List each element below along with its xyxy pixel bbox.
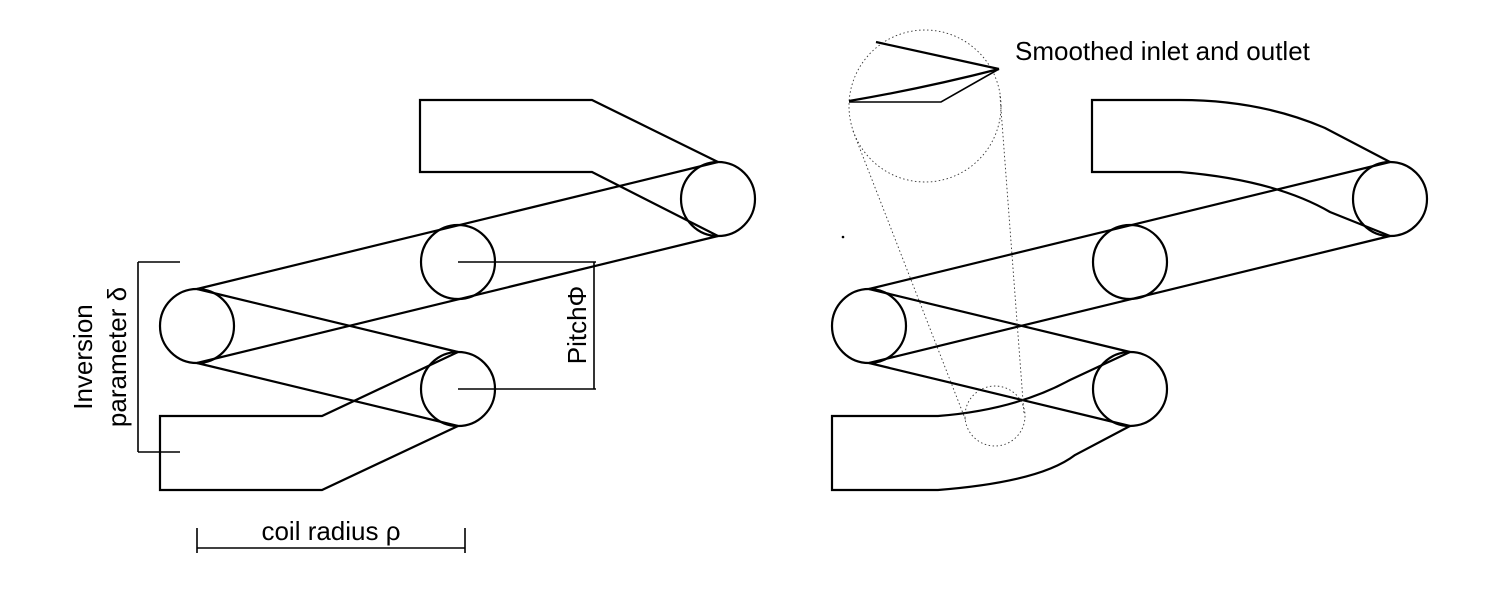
right-helix-line: [868, 160, 1391, 291]
zoom-detail-sharp-path: [849, 68, 1000, 103]
pitch-label: PitchΦ: [562, 286, 592, 365]
right-coil-geometry: [830, 98, 1429, 492]
left-coil-circle-top-right: [679, 160, 757, 238]
left-helix-line: [196, 287, 459, 354]
zoom-callout: [848, 29, 1026, 447]
zoom-detail-curve: [848, 67, 1000, 103]
right-coil-circle-mid-right: [1091, 223, 1169, 301]
smoothed-label: Smoothed inlet and outlet: [1015, 36, 1311, 66]
left-helix-line: [196, 160, 719, 291]
coil-radius-label: coil radius ρ: [261, 516, 400, 546]
left-helix-line: [196, 234, 719, 365]
right-coil-circle-top-right: [1351, 160, 1429, 238]
inversion-label-line1: Inversion: [68, 304, 98, 410]
right-helix-line: [868, 234, 1391, 365]
inversion-dimension: [137, 261, 180, 453]
left-coil-circle-left: [158, 287, 236, 365]
zoom-connector-line: [999, 95, 1025, 415]
left-outlet-pipe: [418, 98, 719, 237]
left-helix-line: [196, 361, 459, 428]
right-helix-line: [868, 287, 1131, 354]
zoom-magnified-circle: [848, 29, 1002, 183]
zoom-source-circle: [964, 385, 1026, 447]
left-inlet-pipe: [158, 351, 459, 492]
right-inlet-pipe: [830, 351, 1131, 492]
right-outlet-pipe: [1090, 98, 1391, 238]
stray-dot: [841, 235, 845, 239]
coil-radius-dimension: [196, 528, 466, 553]
right-coil-circle-left: [830, 287, 908, 365]
zoom-connector-line: [852, 130, 967, 422]
inversion-label-line2: parameter δ: [102, 287, 132, 427]
zoom-detail-line: [875, 40, 1000, 71]
left-coil-geometry: [158, 98, 757, 492]
pitch-dimension: [458, 261, 596, 390]
right-coil-circle-bottom-right: [1091, 350, 1169, 428]
right-helix-line: [868, 361, 1131, 428]
